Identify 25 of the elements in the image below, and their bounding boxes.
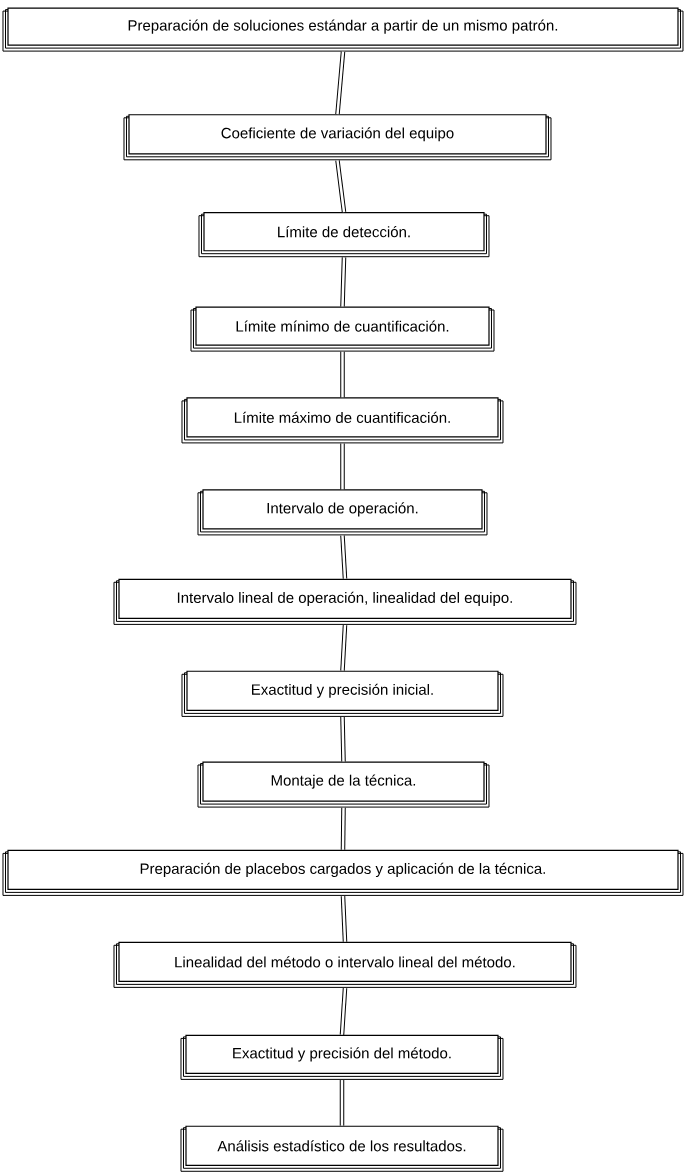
connector <box>340 535 348 579</box>
process-box: Exactitud y precisión inicial. <box>181 670 504 717</box>
connector <box>335 160 347 213</box>
process-box: Límite de detección. <box>198 212 490 258</box>
connector <box>340 807 346 850</box>
connector <box>335 51 346 115</box>
connector <box>339 987 348 1035</box>
connector <box>340 257 347 307</box>
connector <box>340 716 346 762</box>
process-box: Intervalo lineal de operación, linealidad del equipo. <box>113 578 577 625</box>
connector <box>340 624 348 671</box>
process-box: Coeficiente de variación del equipo <box>123 114 552 161</box>
process-box: Montaje de la técnica. <box>197 761 490 808</box>
process-box: Análisis estadístico de los resultados. <box>180 1125 504 1172</box>
process-box: Preparación de placebos cargados y aplicación de la técnica. <box>2 849 684 896</box>
connector <box>340 443 345 490</box>
process-box: Intervalo de operación. <box>197 489 488 536</box>
process-box: Límite máximo de cuantificación. <box>181 397 504 444</box>
process-box: Linealidad del método o intervalo lineal del método. <box>113 941 577 988</box>
connector <box>340 895 348 942</box>
process-box: Exactitud y precisión del método. <box>180 1034 504 1080</box>
process-box: Preparación de soluciones estándar a partir de un mismo patrón. <box>2 7 684 52</box>
process-box: Límite mínimo de cuantificación. <box>190 306 495 352</box>
connector <box>340 351 345 398</box>
connector <box>339 1080 345 1126</box>
